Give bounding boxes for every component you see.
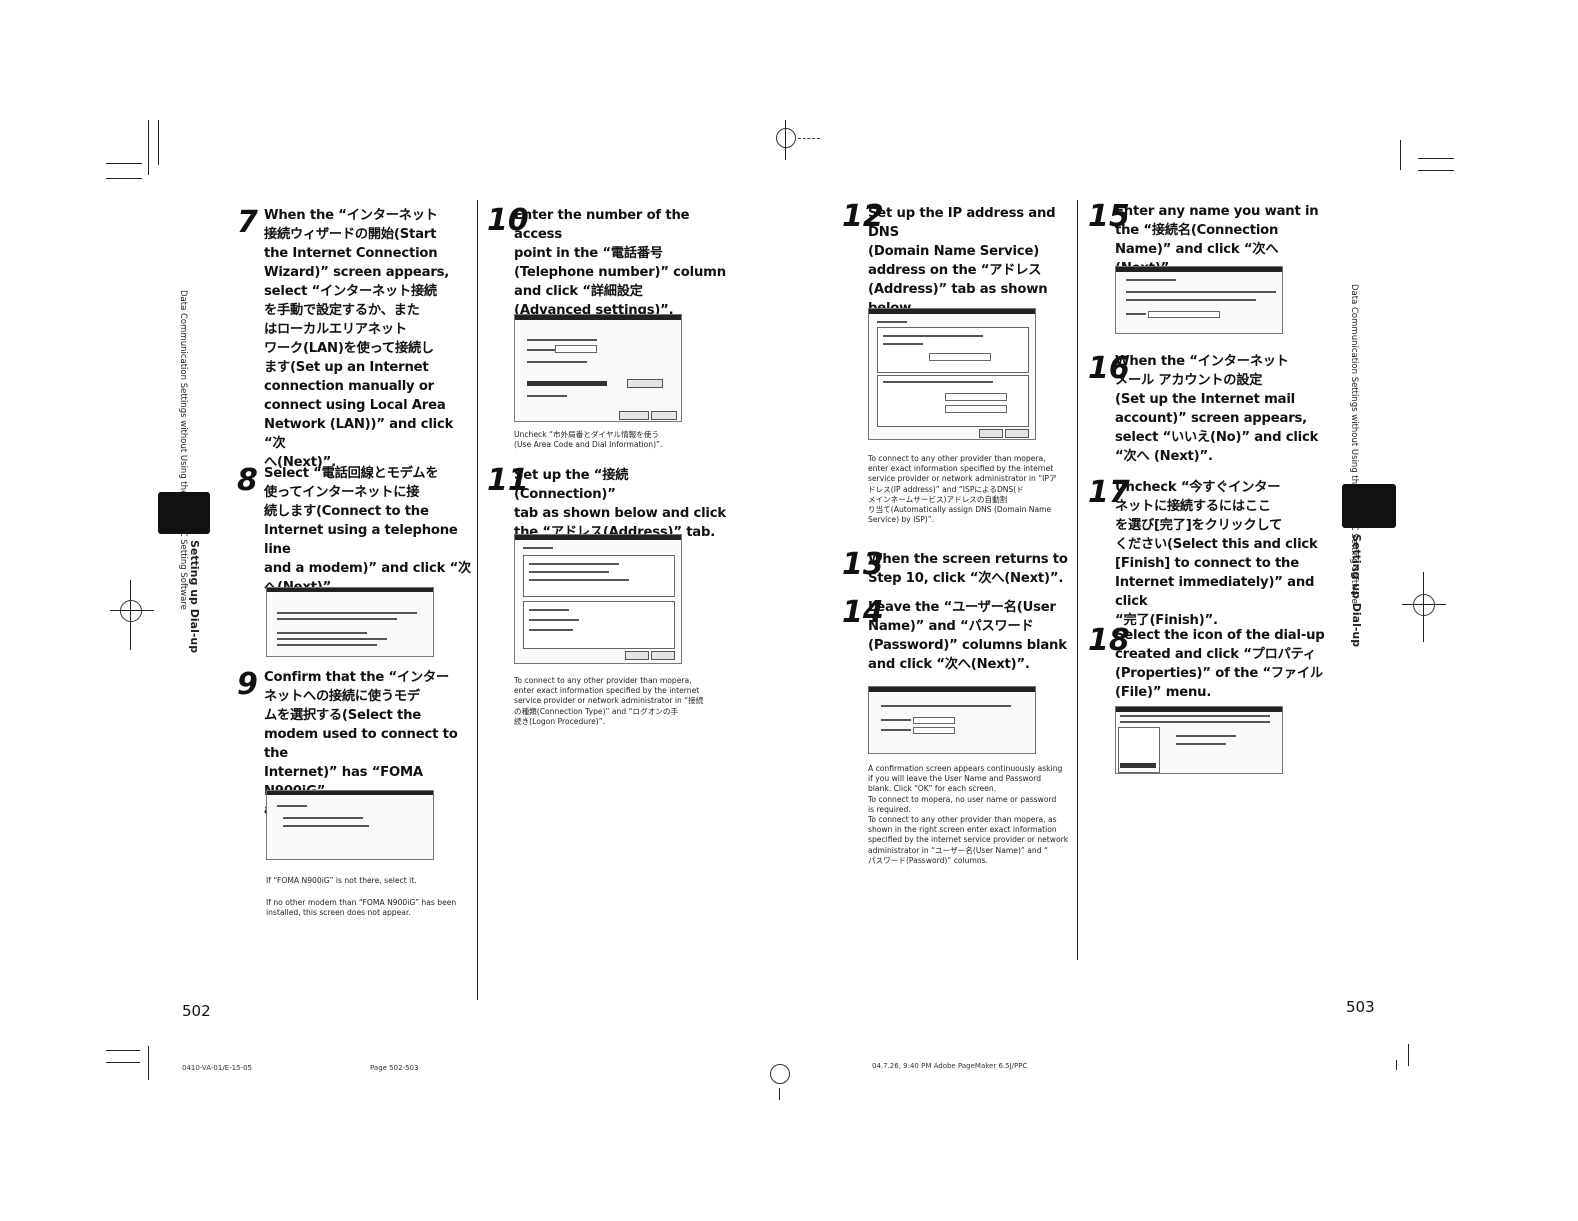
step-number: 15 — [1088, 199, 1130, 234]
footer-stamp: 04.7.26, 9:40 PM Adobe PageMaker 6.5J/PP… — [872, 1062, 1028, 1070]
step10-note: Uncheck “市外局番とダイヤル情報を使う (Use Area Code a… — [514, 430, 663, 450]
screenshot-step10 — [514, 314, 682, 422]
step-text: Set up the “接続(Connection)” tab as shown… — [514, 468, 726, 540]
crop-mark — [106, 1050, 140, 1051]
footer-pages: Page 502-503 — [370, 1064, 419, 1072]
side-tab — [1342, 484, 1396, 528]
step-text: When the “インターネット 接続ウィザードの開始(Start the I… — [264, 208, 454, 470]
screenshot-step11 — [514, 534, 682, 664]
page-number: 502 — [182, 1002, 211, 1020]
crop-mark — [798, 138, 820, 139]
step-number: 7 — [237, 205, 258, 240]
crop-mark — [106, 163, 142, 164]
step11-note: To connect to any other provider than mo… — [514, 676, 704, 726]
step-text: Leave the “ユーザー名(User Name)” and “パスワード … — [868, 600, 1067, 672]
step-number: 9 — [237, 667, 258, 702]
registration-mark — [770, 1064, 790, 1084]
step-text: When the “インターネット メール アカウントの設定 (Set up t… — [1115, 354, 1319, 464]
step-number: 8 — [237, 463, 258, 498]
crop-mark — [158, 120, 159, 165]
crop-mark — [148, 120, 149, 175]
side-tab — [158, 492, 210, 534]
registration-mark — [120, 600, 142, 622]
crop-mark — [1408, 1044, 1409, 1066]
registration-mark — [1413, 594, 1435, 616]
step-number: 12 — [842, 199, 884, 234]
side-label-big: Setting up Dial-up — [1350, 534, 1363, 648]
step-text: Select the icon of the dial-up created a… — [1115, 628, 1325, 700]
screenshot-step15 — [1115, 266, 1283, 334]
side-label-small: Data Communication Settings without Usin… — [1349, 284, 1359, 604]
step-number: 17 — [1088, 475, 1130, 510]
screenshot-step14 — [868, 686, 1036, 754]
step-text: Uncheck “今すぐインター ネットに接続するにはここ を選び[完了]をクリ… — [1115, 480, 1318, 628]
screenshot-step18 — [1115, 706, 1283, 774]
step-text: Enter the number of the access point in … — [514, 208, 726, 318]
step-text: Enter any name you want in the “接続名(Conn… — [1115, 204, 1319, 276]
crop-mark — [1418, 158, 1454, 159]
column-divider — [477, 200, 478, 1000]
registration-mark — [776, 128, 796, 148]
crop-mark — [1400, 140, 1401, 170]
step-number: 14 — [842, 595, 884, 630]
step-number: 16 — [1088, 351, 1130, 386]
footer-file: 0410-VA-01/E-15-05 — [182, 1064, 252, 1072]
crop-mark — [1396, 1060, 1397, 1070]
page-number: 503 — [1346, 998, 1375, 1016]
crop-mark — [106, 178, 142, 179]
step-text: Select “電話回線とモデムを 使ってインターネットに接 続します(Conn… — [264, 466, 472, 595]
step-number: 10 — [487, 203, 529, 238]
screenshot-step12 — [868, 308, 1036, 440]
crop-mark — [106, 1062, 140, 1063]
step-text: When the screen returns to Step 10, clic… — [868, 552, 1068, 586]
side-label-big: Setting up Dial-up — [188, 540, 201, 654]
step14-note: A confirmation screen appears continuous… — [868, 764, 1069, 865]
screenshot-step9 — [266, 790, 434, 860]
step-number: 13 — [842, 547, 884, 582]
crop-mark — [148, 1046, 149, 1080]
step12-note: To connect to any other provider than mo… — [868, 454, 1057, 525]
step-number: 18 — [1088, 623, 1130, 658]
crop-mark — [1418, 170, 1454, 171]
screenshot-step8 — [266, 587, 434, 657]
crop-mark — [779, 1088, 780, 1100]
column-divider — [1077, 200, 1078, 960]
step9-note: If no other modem than “FOMA N900iG” has… — [266, 898, 457, 918]
side-label-small: Data Communication Settings without Usin… — [178, 290, 188, 610]
step-number: 11 — [487, 463, 529, 498]
step9-note: If “FOMA N900iG” is not there, select it… — [266, 876, 417, 885]
